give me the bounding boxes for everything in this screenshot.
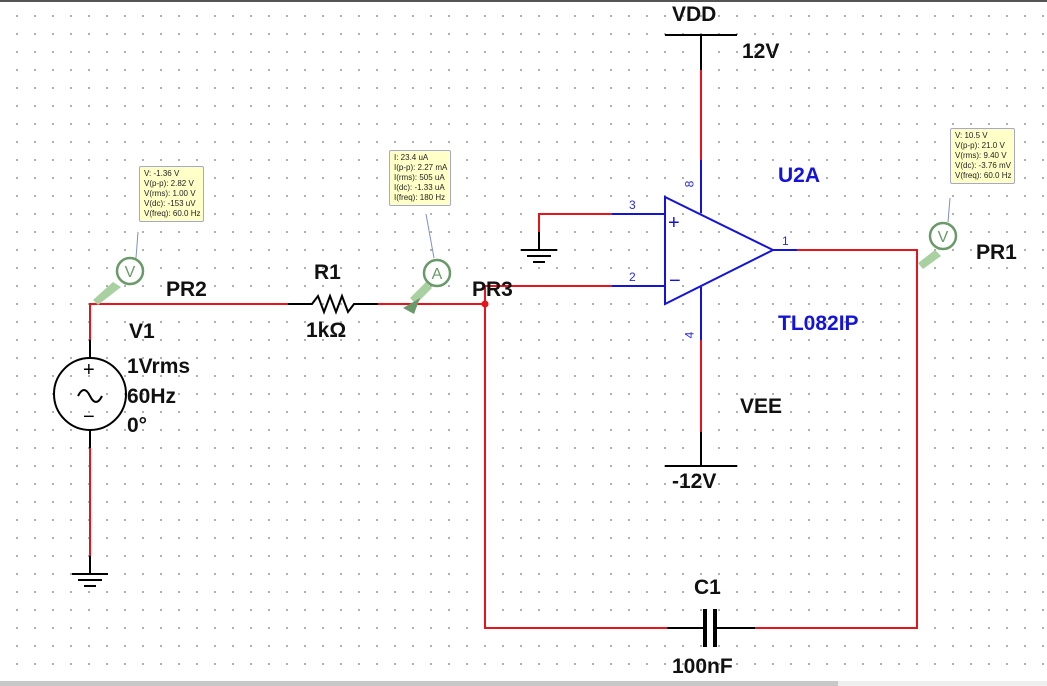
resistor-refdes: R1 xyxy=(314,261,341,284)
wire-c1-to-out[interactable] xyxy=(755,249,918,629)
vdd-supply-symbol[interactable] xyxy=(665,34,737,70)
probe-reading: V(dc): -3.76 mV xyxy=(955,161,1012,170)
probe-label-pr3: PR3 xyxy=(472,278,513,301)
wires xyxy=(89,70,918,629)
wire-node-to-c1[interactable] xyxy=(484,304,667,629)
voltage-probe-pr2[interactable]: V xyxy=(93,256,145,305)
source-plus-sign: + xyxy=(83,359,95,381)
probe-reading: V(freq): 60.0 Hz xyxy=(144,209,201,218)
wire-v1-to-r1[interactable] xyxy=(89,303,288,358)
probe-leader-pr2 xyxy=(135,231,139,259)
probe-label-pr2: PR2 xyxy=(166,278,207,301)
probe-readout-pr3: I: 23.4 uA I(p-p): 2.27 mA I(rms): 505 u… xyxy=(389,150,452,206)
voltmeter-icon: V xyxy=(125,264,136,281)
opamp-refdes: U2A xyxy=(778,164,821,187)
probe-readout-pr2: V: -1.36 V V(p-p): 2.82 V V(rms): 1.00 V… xyxy=(139,166,205,222)
vee-value: -12V xyxy=(672,470,717,493)
ammeter-icon: A xyxy=(432,266,443,283)
probe-reading: I(rms): 505 uA xyxy=(394,173,445,182)
probe-reading: V(rms): 1.00 V xyxy=(144,189,196,198)
source-frequency: 60Hz xyxy=(127,385,177,408)
source-refdes: V1 xyxy=(129,320,155,343)
vdd-label: VDD xyxy=(672,3,717,26)
probe-reading: V: -1.36 V xyxy=(144,169,180,178)
probe-leader-pr1 xyxy=(947,197,951,223)
probe-readout-pr1: V: 10.5 V V(p-p): 21.0 V V(rms): 9.40 V … xyxy=(950,128,1016,184)
probe-reading: I: 23.4 uA xyxy=(394,153,429,162)
canvas-top-border xyxy=(0,0,1047,2)
vdd-value: 12V xyxy=(742,40,780,63)
ac-source-v1[interactable] xyxy=(53,340,127,448)
pin-label-8: 8 xyxy=(682,180,697,188)
horizontal-scrollbar[interactable] xyxy=(0,681,1047,686)
opamp-u2a[interactable] xyxy=(612,160,797,340)
probe-reading: V(rms): 9.40 V xyxy=(955,151,1007,160)
ground-icon xyxy=(521,232,557,263)
ground-icon xyxy=(72,556,108,587)
probe-reading: V(p-p): 2.82 V xyxy=(144,179,194,188)
capacitor-value: 100nF xyxy=(672,655,733,678)
vee-label: VEE xyxy=(740,395,783,418)
resistor-value: 1kΩ xyxy=(306,319,347,342)
horizontal-scrollbar-thumb[interactable] xyxy=(0,681,838,686)
opamp-plus-sign: + xyxy=(668,212,680,234)
current-probe-pr3[interactable]: A xyxy=(403,258,452,314)
source-amplitude: 1Vrms xyxy=(127,355,191,378)
pin-label-4: 4 xyxy=(682,331,697,339)
pin-label-1: 1 xyxy=(782,234,789,248)
probe-reading: V: 10.5 V xyxy=(955,131,988,140)
probe-reading: V(freq): 60.0 Hz xyxy=(955,171,1012,180)
wire-noninv-to-gnd[interactable] xyxy=(538,213,612,232)
pin-label-3: 3 xyxy=(629,198,636,212)
probe-reading: I(p-p): 2.27 mA xyxy=(394,163,448,172)
pin-label-2: 2 xyxy=(629,270,636,284)
opamp-minus-sign: − xyxy=(669,270,681,292)
sine-wave-icon xyxy=(77,389,103,403)
capacitor-plates xyxy=(703,609,717,647)
probe-reading: I(dc): -1.33 uA xyxy=(394,183,445,192)
probe-reading: V(p-p): 21.0 V xyxy=(955,141,1005,150)
capacitor-refdes: C1 xyxy=(694,576,721,599)
voltage-probe-pr1[interactable]: V xyxy=(918,221,958,269)
opamp-part: TL082IP xyxy=(778,312,859,335)
probe-reading: I(freq): 180 Hz xyxy=(394,193,446,202)
voltmeter-icon: V xyxy=(938,229,949,246)
wire-node-to-inv[interactable] xyxy=(484,285,612,304)
source-phase: 0° xyxy=(127,414,148,437)
junction-node xyxy=(481,300,489,308)
source-minus-sign: − xyxy=(83,406,95,428)
resistor-r1[interactable] xyxy=(288,293,378,315)
probe-label-pr1: PR1 xyxy=(976,241,1017,264)
probe-reading: V(dc): -153 uV xyxy=(144,199,196,208)
vee-supply-symbol[interactable] xyxy=(665,432,737,467)
probe-leader-pr3 xyxy=(425,213,435,259)
